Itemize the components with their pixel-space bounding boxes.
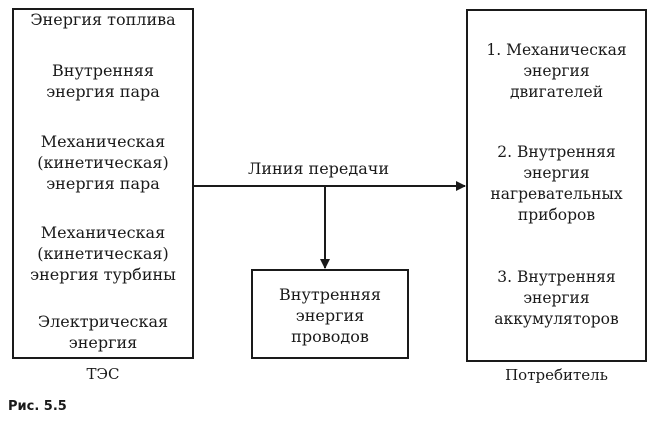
figure-caption: Рис. 5.5 — [8, 399, 67, 414]
tes-step-steam-kinetic-line-2: (кинетическая) — [37, 153, 169, 172]
tes-step-steam-internal-line-2: энергия пара — [46, 82, 160, 101]
consumer-item-heaters-line-2: энергия — [523, 164, 590, 182]
transmission-line-label: Линия передачи — [248, 159, 389, 178]
wires-energy-line-2: энергия — [295, 306, 365, 325]
consumer-item-batteries-line-1: 3. Внутренняя — [497, 268, 616, 286]
consumer-box — [466, 9, 647, 362]
consumer-item-heaters-line-1: 2. Внутренняя — [497, 143, 616, 161]
tes-step-turbine: Механическая (кинетическая) энергия турб… — [12, 222, 194, 285]
tes-step-electric-line-2: энергия — [68, 333, 138, 352]
tes-step-steam-kinetic: Механическая (кинетическая) энергия пара — [12, 131, 194, 194]
consumer-item-motors-line-1: 1. Механическая — [486, 41, 627, 59]
tes-step-turbine-line-1: Механическая — [40, 223, 166, 242]
consumer-item-batteries: 3. Внутренняя энергия аккумуляторов — [466, 267, 647, 330]
wires-energy-text: Внутренняя энергия проводов — [251, 284, 409, 347]
consumer-item-motors: 1. Механическая энергия двигателей — [466, 40, 647, 103]
tes-step-turbine-line-2: (кинетическая) — [37, 244, 169, 263]
tes-step-electric-line-1: Электрическая — [37, 312, 169, 331]
tes-step-steam-internal-line-1: Внутренняя — [52, 61, 154, 80]
consumer-item-heaters: 2. Внутренняя энергия нагревательных при… — [466, 142, 647, 226]
consumer-item-motors-line-3: двигателей — [509, 83, 604, 101]
tes-step-steam-kinetic-line-3: энергия пара — [46, 174, 160, 193]
tes-step-fuel-line-1: Энергия топлива — [30, 10, 176, 29]
tes-step-turbine-line-3: энергия турбины — [30, 265, 176, 284]
consumer-item-heaters-line-4: приборов — [517, 206, 596, 224]
wires-box — [251, 269, 409, 359]
consumer-item-heaters-line-3: нагревательных — [490, 185, 623, 203]
tes-step-steam-internal: Внутренняя энергия пара — [12, 60, 194, 102]
consumer-label: Потребитель — [505, 366, 608, 384]
wires-energy-line-3: проводов — [291, 327, 369, 346]
tes-step-fuel: Энергия топлива — [12, 9, 194, 30]
wires-energy-line-1: Внутренняя — [279, 285, 381, 304]
tes-box — [12, 8, 194, 359]
consumer-item-batteries-line-3: аккумуляторов — [494, 310, 619, 328]
tes-label: ТЭС — [86, 365, 120, 383]
tes-step-steam-kinetic-line-1: Механическая — [40, 132, 166, 151]
consumer-item-batteries-line-2: энергия — [523, 289, 590, 307]
tes-step-electric: Электрическая энергия — [12, 311, 194, 353]
consumer-item-motors-line-2: энергия — [523, 62, 590, 80]
